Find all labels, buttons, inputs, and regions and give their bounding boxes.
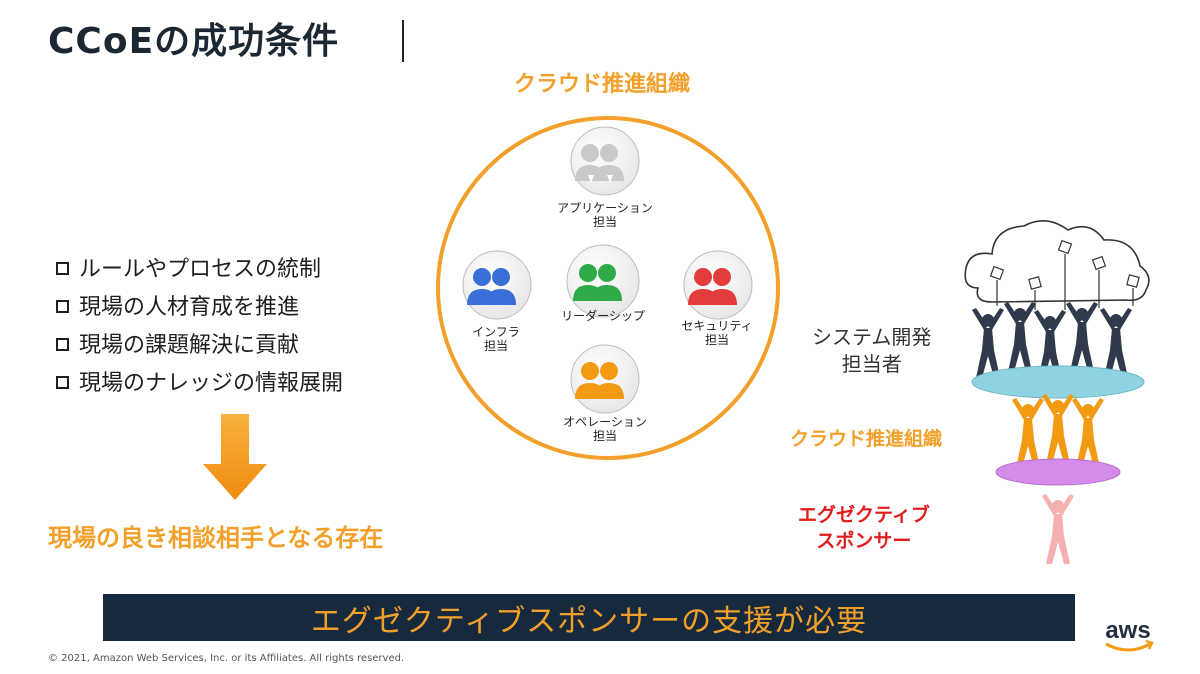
role-label-infra: インフラ担当	[472, 325, 520, 353]
role-label-ops: オペレーション担当	[563, 415, 647, 443]
cloud-box-icons	[989, 239, 1140, 310]
cloud-org-people	[1012, 394, 1104, 468]
role-infra-icon	[462, 250, 532, 320]
checkbox-icon	[56, 375, 69, 389]
role-security-icon	[683, 250, 753, 320]
text-cursor	[402, 20, 404, 62]
bullet-list: ルールやプロセスの統制 現場の人材育成を推進 現場の課題解決に貢献 現場のナレッ…	[56, 248, 343, 400]
role-label-app: アプリケーション担当	[557, 201, 653, 229]
role-label-leadership: リーダーシップ	[561, 309, 645, 323]
role-label-security: セキュリティ担当	[681, 319, 753, 347]
bullet-text: 現場の課題解決に貢献	[79, 333, 300, 358]
checkbox-icon	[56, 337, 69, 351]
bullet-text: 現場のナレッジの情報展開	[79, 371, 344, 396]
banner-text: エグゼクティブスポンサーの支援が必要	[310, 603, 868, 639]
slide-title: CCoEの成功条件	[48, 21, 340, 62]
bullet-item: ルールやプロセスの統制	[56, 248, 343, 286]
checkbox-icon	[56, 261, 69, 275]
support-banner: エグゼクティブスポンサーの支援が必要	[103, 594, 1075, 641]
bullet-item: 現場の課題解決に貢献	[56, 324, 343, 362]
dev-team-label: システム開発 担当者	[812, 325, 932, 376]
team-stack-illustration	[964, 220, 1150, 564]
org-heading-text: クラウド推進組織	[513, 72, 690, 97]
bullet-item: 現場の人材育成を推進	[56, 286, 343, 324]
checkbox-icon	[56, 299, 69, 313]
aws-logo: aws	[1105, 617, 1154, 652]
role-leadership-icon	[566, 244, 640, 318]
org-ring	[436, 116, 780, 460]
down-arrow-icon	[203, 414, 267, 500]
role-app-icon	[570, 126, 640, 196]
org-circle-diagram: アプリケーション担当 インフラ担当 リーダーシップ セキュリティ担当 オペレーシ…	[433, 113, 783, 463]
aws-logo-text: aws	[1105, 617, 1150, 644]
role-ops-icon	[570, 344, 640, 414]
bullet-text: 現場の人材育成を推進	[79, 295, 300, 320]
copyright-text: © 2021, Amazon Web Services, Inc. or its…	[48, 653, 405, 664]
cloud-org-label: クラウド推進組織	[790, 428, 943, 450]
executive-person	[1042, 494, 1074, 564]
bullet-item: 現場のナレッジの情報展開	[56, 362, 343, 400]
org-heading: クラウド推進組織	[0, 66, 1200, 98]
conclusion-text: 現場の良き相談相手となる存在	[48, 524, 384, 552]
executive-sponsor-label: エグゼクティブ スポンサー	[798, 504, 930, 552]
bullet-text: ルールやプロセスの統制	[79, 257, 322, 282]
